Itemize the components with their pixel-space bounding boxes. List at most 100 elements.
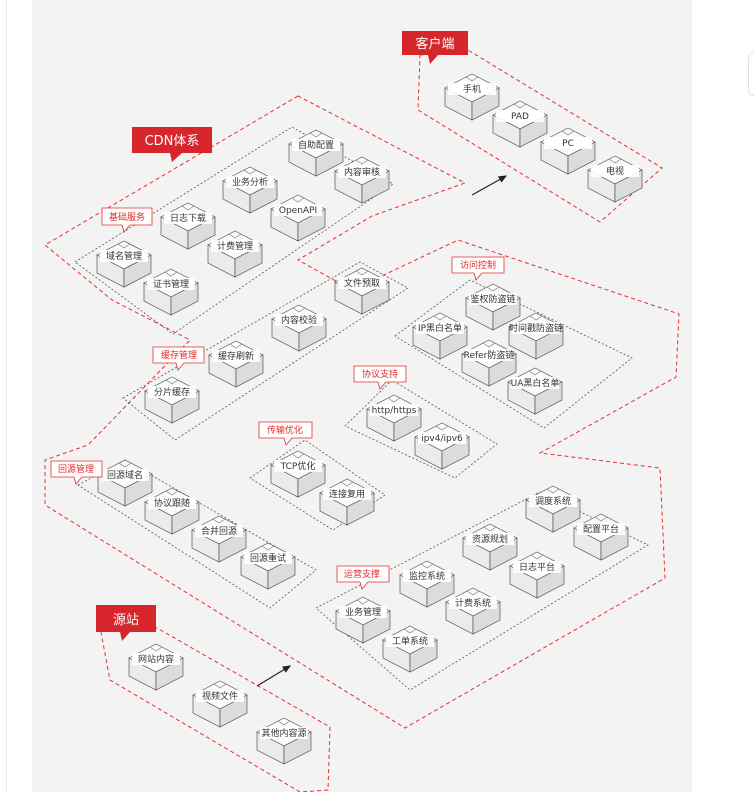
client-zone-label: 客户端 <box>415 36 454 52</box>
node-label-plate <box>370 404 418 416</box>
node-box: TCP优化 <box>270 450 326 498</box>
node-right-face <box>219 694 248 728</box>
origin-zone-label: 源站 <box>113 613 139 628</box>
node-label: 工单系统 <box>392 635 428 647</box>
origin-to-cdn-arrow <box>256 665 292 687</box>
node-notch <box>483 526 497 532</box>
node-label: 计费系统 <box>455 597 491 609</box>
node-label: 监控系统 <box>409 570 445 582</box>
node-right-face <box>298 318 327 352</box>
node-right-face <box>536 565 565 599</box>
node-box: http/https <box>366 394 422 442</box>
node-notch <box>529 315 543 321</box>
node-label-plate <box>465 349 513 361</box>
node-right-face <box>361 170 390 204</box>
node-label: 内容审核 <box>344 166 380 178</box>
node-label-plate <box>100 250 148 262</box>
node-label-plate <box>147 278 195 290</box>
node-notch <box>165 379 179 385</box>
node-label-plate <box>196 690 244 702</box>
node-label-plate <box>449 597 497 609</box>
node-right-face <box>124 473 153 507</box>
node-label-plate <box>403 570 451 582</box>
node-notch <box>530 554 544 560</box>
protocol-group-label: 协议支持 <box>362 368 398 380</box>
node-right-face <box>362 610 391 644</box>
cdn-to-client-arrow <box>471 175 508 196</box>
node-right-face <box>234 244 263 278</box>
node-right-face <box>600 527 629 561</box>
node-box: 日志下载 <box>160 202 216 250</box>
access-group-label: 访问控制 <box>460 259 496 271</box>
node-label: 手机 <box>463 83 481 95</box>
node-label: 分片缓存 <box>154 386 190 398</box>
node-label: 证书管理 <box>153 278 189 290</box>
node-notch <box>277 720 291 726</box>
node-box: 连接复用 <box>319 478 375 526</box>
cache-group-tag: 缓存管理 <box>152 346 205 371</box>
cdn-zone-outline <box>44 95 680 729</box>
node-label: OpenAPI <box>279 206 317 216</box>
node-box: 回源域名 <box>97 459 153 507</box>
node-notch <box>561 130 575 136</box>
node-label-plate <box>195 525 243 537</box>
node-notch <box>243 169 257 175</box>
node-label-plate <box>244 552 292 564</box>
node-box: 手机 <box>444 73 500 121</box>
node-right-face <box>567 141 596 175</box>
node-right-face <box>249 180 278 214</box>
node-box: 计费管理 <box>207 230 263 278</box>
node-box: 业务分析 <box>222 166 278 214</box>
access-group-tag: 访问控制 <box>451 256 505 281</box>
node-label: 连接复用 <box>329 488 365 500</box>
node-notch <box>340 481 354 487</box>
ops-group-label: 运营支撑 <box>344 568 380 580</box>
client-zone-title: 客户端 <box>402 31 468 64</box>
node-label-plate <box>164 212 212 224</box>
node-label: PAD <box>511 112 529 122</box>
node-box: 鉴权防盗链 <box>465 283 521 331</box>
node-right-face <box>614 169 643 203</box>
node-label-plate <box>275 314 323 326</box>
node-label: 回源重试 <box>250 552 286 564</box>
node-right-face <box>171 501 200 535</box>
node-label: 合并回源 <box>201 525 237 537</box>
node-label: 其他内容源 <box>261 727 306 739</box>
node-label: 内容校验 <box>281 314 317 326</box>
node-box: 电视 <box>587 155 643 203</box>
node-label-plate <box>211 240 259 252</box>
node-label-plate <box>544 137 592 149</box>
node-right-face <box>426 574 455 608</box>
backsrc-group-label: 回源管理 <box>58 463 94 475</box>
node-label-plate <box>148 386 196 398</box>
node-notch <box>513 103 527 109</box>
node-notch <box>355 270 369 276</box>
node-label: 协议跟随 <box>154 497 190 509</box>
group-outlines <box>74 126 649 691</box>
node-right-face <box>187 216 216 250</box>
node-label-plate <box>513 561 561 573</box>
node-right-face <box>155 657 184 691</box>
backsrc-group-tag: 回源管理 <box>50 460 103 485</box>
node-label-plate <box>274 460 322 472</box>
node-label: ipv4/ipv6 <box>421 434 463 444</box>
node-right-face <box>471 87 500 121</box>
node-box: 内容校验 <box>271 304 327 352</box>
backsrc-group-outline <box>77 459 317 609</box>
scroll-handle[interactable] <box>748 52 754 96</box>
flow-arrows <box>256 175 508 687</box>
node-box: ipv4/ipv6 <box>414 422 470 470</box>
node-label: TCP优化 <box>280 460 316 472</box>
node-notch <box>594 516 608 522</box>
node-notch <box>356 599 370 605</box>
node-label: IP黑白名单 <box>418 322 462 334</box>
node-notch <box>213 683 227 689</box>
node-right-face <box>489 537 518 571</box>
node-right-face <box>170 282 199 316</box>
cache-group-outline <box>122 261 409 441</box>
left-divider <box>6 0 7 792</box>
ops-group-tag: 运营支撑 <box>336 565 390 590</box>
node-label: 文件预取 <box>344 277 380 289</box>
node-right-face <box>488 353 517 387</box>
node-right-face <box>519 114 548 148</box>
